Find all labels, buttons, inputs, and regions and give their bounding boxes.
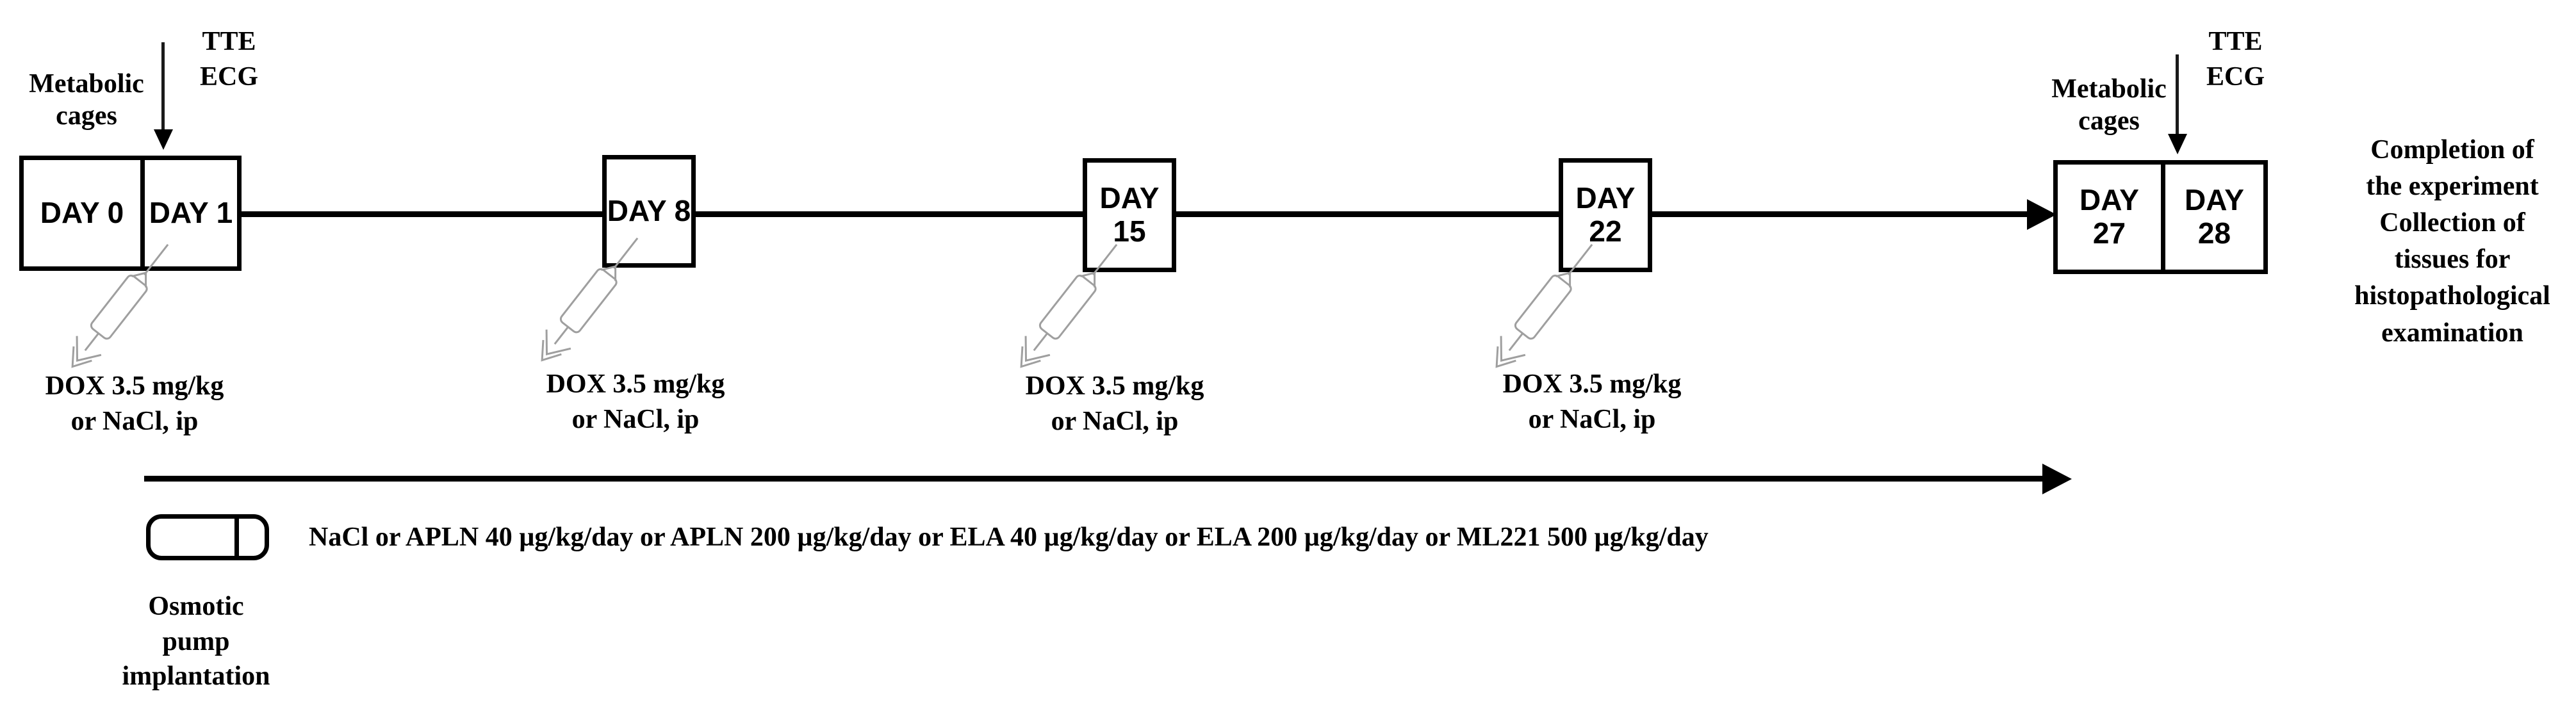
syringe-plunger [1508, 332, 1523, 352]
syringe-flange [1020, 346, 1041, 368]
label-line: Osmotic [148, 592, 244, 621]
down-arrow-icon [2168, 134, 2187, 154]
label-line: or NaCl, ip [70, 406, 199, 436]
label-line: implantation [122, 661, 270, 692]
syringe-flange [541, 339, 562, 362]
syringe-icon [541, 237, 639, 362]
day-box-label: DAY 8 [607, 194, 691, 228]
label-line: Metabolic [29, 69, 144, 99]
dox-label-4: DOX 3.5 mg/kg or NaCl, ip [1477, 367, 1707, 437]
tte-ecg-label-left: TTE ECG [192, 24, 266, 94]
timeline-segment-2 [696, 211, 1083, 217]
day-box-label: DAY [1575, 181, 1636, 215]
label-line: or NaCl, ip [571, 404, 700, 434]
syringe-hub [1080, 272, 1096, 288]
timeline-segment-1 [242, 211, 602, 217]
day-box-28: DAY 28 [2161, 160, 2268, 274]
syringe-hub [131, 272, 147, 288]
label-line: pump [162, 626, 230, 656]
label-line: the experiment [2366, 172, 2539, 202]
label-line: DOX 3.5 mg/kg [45, 371, 224, 401]
label-line: TTE [2208, 27, 2263, 56]
label-line: histopathological [2354, 281, 2550, 311]
day-box-label: DAY [2185, 183, 2244, 217]
label-line: Metabolic [2051, 74, 2167, 104]
syringe-icon [71, 243, 169, 368]
infusion-label: NaCl or APLN 40 µg/kg/day or APLN 200 µg… [309, 523, 1709, 552]
day-box-label: 28 [2197, 216, 2231, 250]
label-line: TTE [202, 27, 256, 56]
syringe-needle [1092, 243, 1118, 276]
label-line: Collection of [2379, 208, 2525, 238]
osmotic-pump-icon [146, 514, 269, 560]
right-arrowhead-icon [2027, 199, 2056, 230]
syringe-hub [601, 265, 617, 281]
syringe-barrel [1514, 274, 1572, 340]
syringe-icon [1495, 243, 1593, 368]
day-box-label: 15 [1113, 215, 1146, 248]
timeline-segment-3 [1176, 211, 1559, 217]
label-line: ECG [199, 61, 258, 92]
syringe-needle [612, 237, 639, 270]
day-box-label: DAY 1 [149, 196, 233, 230]
syringe-flange [545, 329, 571, 355]
day-box-0: DAY 0 [19, 156, 145, 271]
day-box-27: DAY 27 [2053, 160, 2165, 274]
label-line: cages [56, 101, 117, 131]
syringe-needle [143, 243, 169, 276]
label-line: DOX 3.5 mg/kg [546, 369, 725, 399]
day-box-1: DAY 1 [140, 156, 242, 271]
syringe-plunger [554, 326, 569, 345]
syringe-barrel [1038, 274, 1097, 340]
syringe-plunger [84, 332, 99, 352]
dox-label-3: DOX 3.5 mg/kg or NaCl, ip [999, 369, 1230, 439]
dox-label-2: DOX 3.5 mg/kg or NaCl, ip [520, 367, 751, 437]
syringe-plunger [1033, 332, 1048, 352]
syringe-needle [1567, 243, 1593, 276]
metabolic-cages-label-right: Metabolic cages [2039, 73, 2179, 138]
label-line: DOX 3.5 mg/kg [1502, 369, 1682, 399]
right-arrowhead-icon [2042, 464, 2072, 494]
label-line: or NaCl, ip [1051, 406, 1179, 436]
syringe-barrel [90, 274, 148, 340]
label-line: cages [2078, 106, 2140, 136]
timeline-segment-4 [1652, 211, 2031, 217]
syringe-hub [1555, 272, 1571, 288]
day-box-22: DAY 22 [1559, 158, 1652, 272]
day-box-label: DAY [1099, 181, 1160, 215]
osmotic-pump-label: Osmotic pump implantation [100, 589, 292, 694]
syringe-flange [1024, 336, 1051, 362]
day-box-label: 22 [1589, 215, 1622, 248]
syringe-barrel [559, 268, 618, 334]
down-arrow-icon [2176, 54, 2179, 136]
down-arrow-icon [154, 129, 173, 150]
day-box-label: DAY [2080, 183, 2139, 217]
dox-label-1: DOX 3.5 mg/kg or NaCl, ip [19, 369, 250, 439]
tte-ecg-label-right: TTE ECG [2199, 24, 2272, 94]
label-line: examination [2381, 318, 2523, 348]
label-line: tissues for [2394, 245, 2511, 275]
syringe-flange [71, 346, 92, 368]
completion-label: Completion of the experiment Collection … [2333, 132, 2572, 352]
day-box-label: 27 [2092, 216, 2126, 250]
infusion-period-arrow [144, 476, 2044, 482]
label-line: or NaCl, ip [1528, 404, 1656, 434]
syringe-flange [1495, 346, 1516, 368]
syringe-flange [76, 336, 102, 362]
syringe-flange [1500, 336, 1526, 362]
label-line: Completion of [2370, 135, 2534, 165]
syringe-icon [1020, 243, 1118, 368]
label-line: ECG [2206, 61, 2265, 92]
label-line: DOX 3.5 mg/kg [1025, 371, 1204, 401]
day-box-label: DAY 0 [40, 196, 124, 230]
down-arrow-icon [161, 42, 165, 132]
osmotic-pump-divider [234, 519, 239, 556]
day-box-15: DAY 15 [1083, 158, 1176, 272]
metabolic-cages-label-left: Metabolic cages [16, 68, 157, 133]
day-box-8: DAY 8 [602, 155, 696, 268]
